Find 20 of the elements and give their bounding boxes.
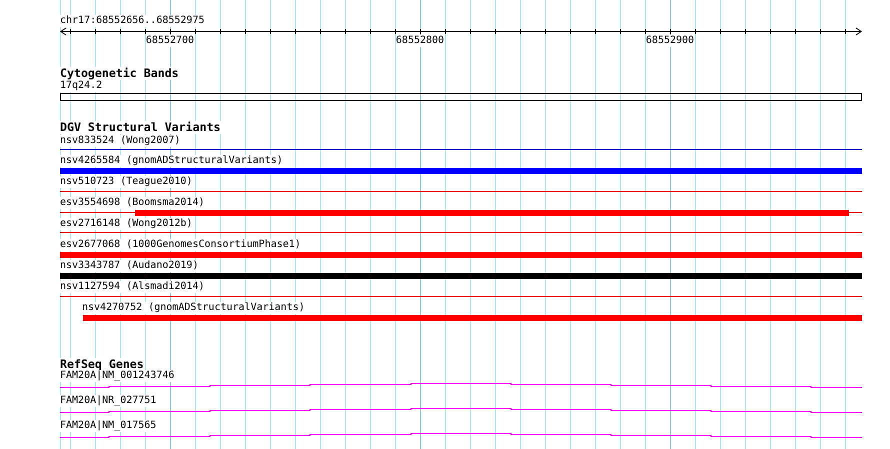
variant-label: nsv510723 (Teague2010) [60,176,192,188]
region-label: chr17:68552656..68552975 [60,15,204,27]
band-label: 17q24.2 [60,80,102,92]
tick-label: 68552700 [146,35,194,47]
track-title: Cytogenetic Bands [60,67,179,80]
tick-label: 68552800 [396,35,444,47]
variant-label: esv2677068 (1000GenomesConsortiumPhase1) [60,239,301,251]
gene-label: FAM20A|NM_001243746 [60,370,174,382]
variant-label: nsv833524 (Wong2007) [60,135,180,147]
gene-label: FAM20A|NM_017565 [60,420,156,432]
variant-label: nsv4265584 (gnomADStructuralVariants) [60,155,283,167]
variant-label: nsv1127594 (Alsmadi2014) [60,281,204,293]
variant-label: nsv3343787 (Audano2019) [60,260,198,272]
variant-label: nsv4270752 (gnomADStructuralVariants) [82,302,305,314]
variant-label: esv3554698 (Boomsma2014) [60,197,204,209]
tick-label: 68552900 [646,35,694,47]
track-title: DGV Structural Variants [60,121,221,134]
track-title: RefSeq Genes [60,358,144,371]
gene-label: FAM20A|NR_027751 [60,395,156,407]
variant-label: esv2716148 (Wong2012b) [60,218,192,230]
